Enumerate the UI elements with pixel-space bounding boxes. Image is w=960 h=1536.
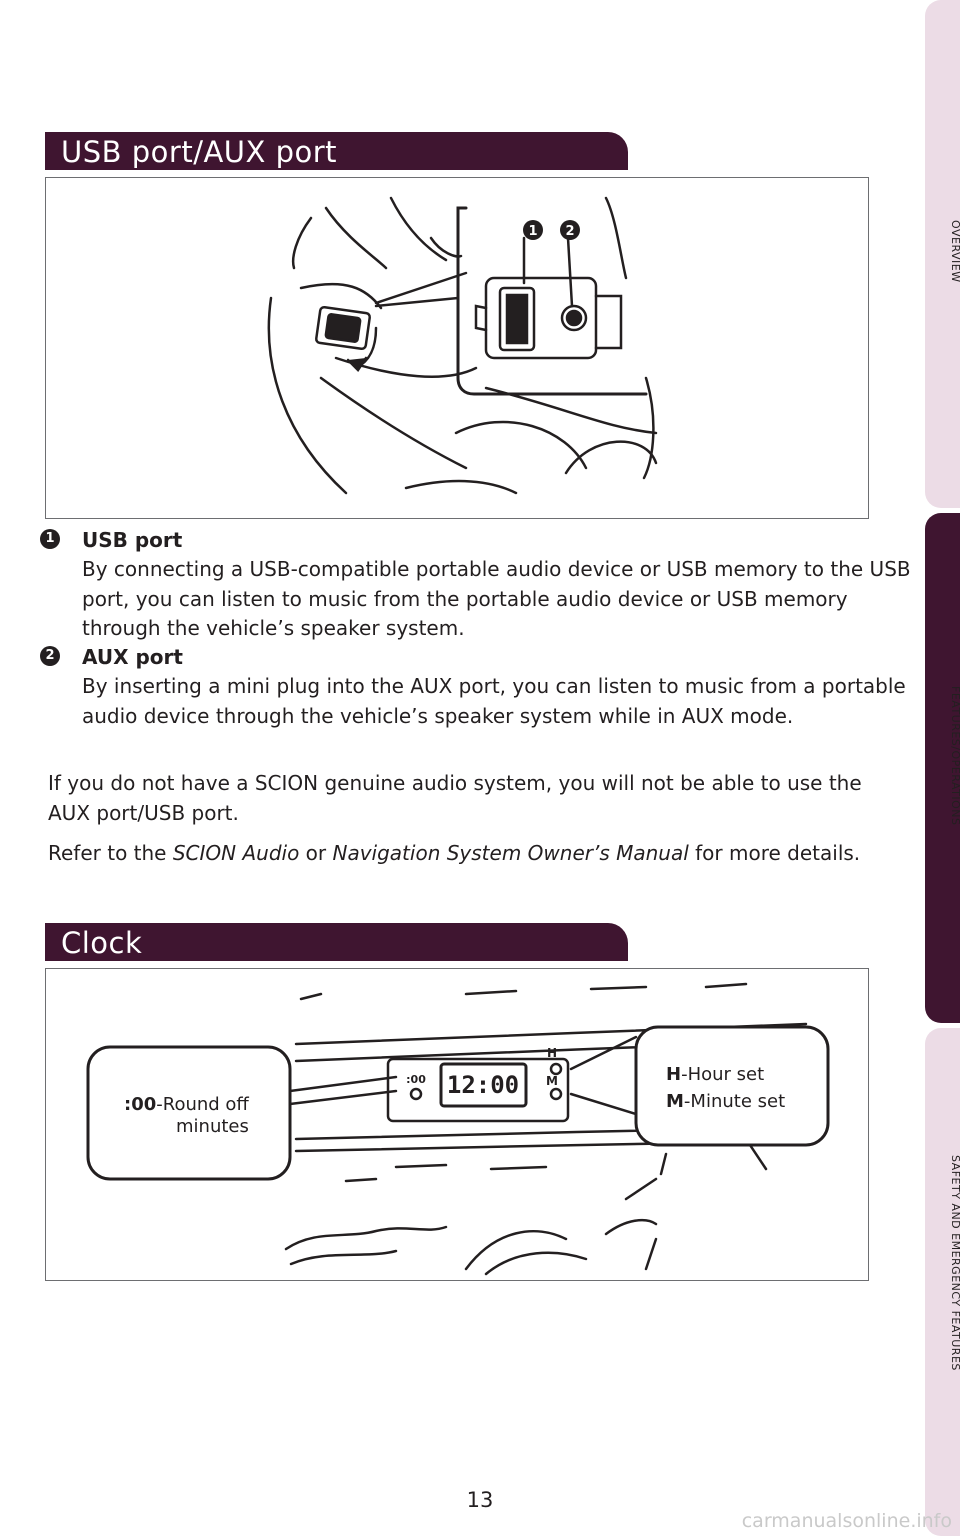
callout-round-off <box>86 1045 292 1181</box>
usb-aux-illustration: 1 2 <box>45 177 869 519</box>
refer-middle: or <box>299 841 333 865</box>
tab-safety-emergency[interactable] <box>925 1028 960 1536</box>
number-marker-2: 2 <box>40 646 60 666</box>
minute-button-label: M <box>546 1074 558 1088</box>
item-heading-usb: USB port <box>82 528 183 552</box>
tab-label-overview: OVERVIEW <box>949 220 960 283</box>
refer-scion-audio: SCION Audio <box>172 841 300 865</box>
section-title-clock: Clock <box>45 923 628 961</box>
marker-1-label: 1 <box>528 224 537 239</box>
callout-h-text: -Hour set <box>681 1064 764 1085</box>
callout-hour-minute <box>634 1025 830 1147</box>
console-drawing: 1 2 <box>267 196 658 495</box>
callout-m-key: M <box>666 1091 684 1112</box>
item-body-aux: By inserting a mini plug into the AUX po… <box>82 674 906 728</box>
refer-nav-manual: Navigation System Owner’s Manual <box>332 841 689 865</box>
item-body-usb: By connecting a USB-compatible portable … <box>82 557 911 640</box>
clock-drawing: 12:00 :00 H M :00-Round off minutes H-Ho… <box>86 982 830 1276</box>
tab-features-operations[interactable] <box>925 513 960 1023</box>
tab-label-features: FEATURES/OPERATIONS <box>949 686 960 826</box>
callout-m-text: -Minute set <box>684 1091 785 1112</box>
refer-prefix: Refer to the <box>48 841 173 865</box>
round-button-label: :00 <box>406 1073 426 1086</box>
callout-round-text2: minutes <box>176 1116 249 1137</box>
marker-2-label: 2 <box>565 224 574 239</box>
clock-illustration: 12:00 :00 H M :00-Round off minutes H-Ho… <box>45 968 869 1281</box>
refer-suffix: for more details. <box>688 841 861 865</box>
callout-round-key: :00 <box>124 1094 156 1115</box>
section-title-usb: USB port/AUX port <box>45 132 628 170</box>
refer-paragraph: Refer to the SCION Audio or Navigation S… <box>48 839 868 869</box>
callout-h-key: H <box>666 1064 681 1085</box>
clock-display: 12:00 <box>447 1071 519 1099</box>
hour-button-label: H <box>547 1046 557 1060</box>
list-item-aux-port: 2 AUX port By inserting a mini plug into… <box>40 644 906 762</box>
list-item-usb-port: 1 USB port By connecting a USB-compatibl… <box>40 527 911 645</box>
watermark: carmanualsonline.info <box>741 1510 952 1532</box>
svg-text:H-Hour set: H-Hour set <box>666 1064 764 1085</box>
callout-round-text: -Round off <box>156 1094 249 1115</box>
side-tab-bar <box>925 0 960 1536</box>
tab-overview[interactable] <box>925 0 960 508</box>
item-heading-aux: AUX port <box>82 645 183 669</box>
svg-text:M-Minute set: M-Minute set <box>666 1091 785 1112</box>
tab-label-safety: SAFETY AND EMERGENCY FEATURES <box>949 1155 960 1371</box>
svg-text::00-Round off: :00-Round off <box>124 1094 249 1115</box>
page-number: 13 <box>466 1488 494 1512</box>
note-paragraph: If you do not have a SCION genuine audio… <box>48 771 862 825</box>
number-marker-1: 1 <box>40 529 60 549</box>
